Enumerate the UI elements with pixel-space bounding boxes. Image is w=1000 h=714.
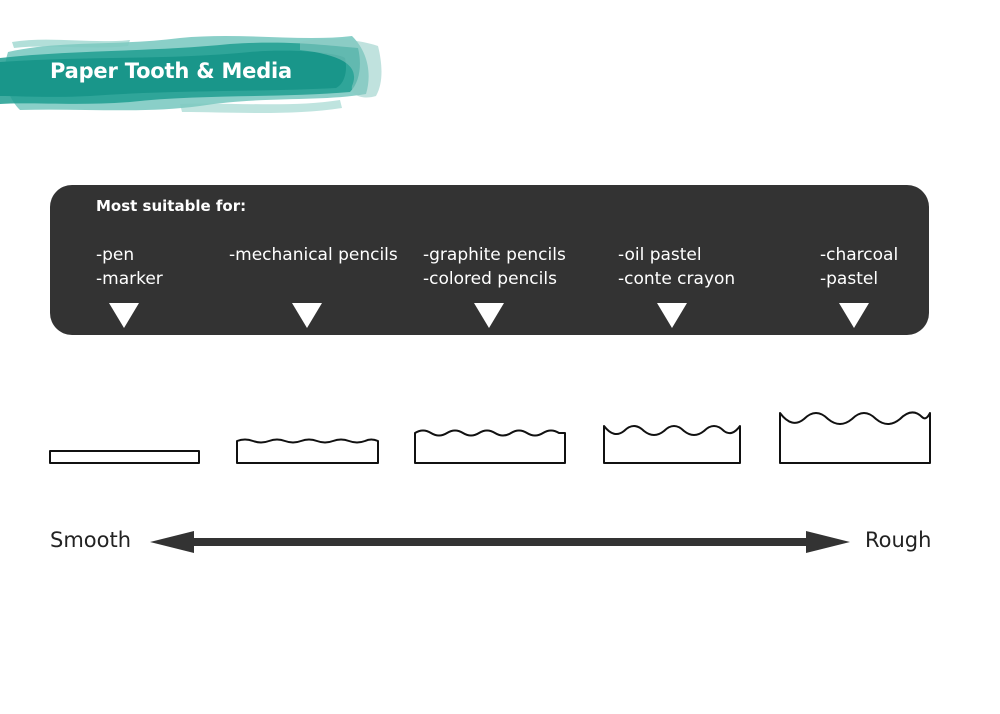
media-column-5: -charcoal -pastel	[820, 243, 898, 291]
media-suitability-panel: Most suitable for: -pen -marker -mechani…	[50, 185, 929, 335]
media-column-4: -oil pastel -conte crayon	[618, 243, 735, 291]
paper-profile-smooth	[49, 450, 200, 464]
down-triangle-icon	[292, 303, 322, 328]
media-item: -pastel	[820, 269, 879, 289]
media-column-3: -graphite pencils -colored pencils	[423, 243, 566, 291]
paper-profile-rough	[779, 411, 931, 464]
media-item: -marker	[96, 269, 163, 289]
media-item: -charcoal	[820, 245, 899, 265]
smooth-label: Smooth	[50, 528, 132, 552]
down-triangle-icon	[657, 303, 687, 328]
down-triangle-icon	[474, 303, 504, 328]
media-column-1: -pen -marker	[96, 243, 163, 291]
page-title: Paper Tooth & Media	[50, 59, 292, 83]
media-item: -conte crayon	[618, 269, 736, 289]
media-item: -pen	[96, 245, 135, 265]
down-triangle-icon	[109, 303, 139, 328]
down-triangle-icon	[839, 303, 869, 328]
paper-profile-medium	[414, 429, 566, 464]
paper-tooth-profiles	[49, 411, 931, 464]
media-item: -mechanical pencils	[229, 245, 398, 265]
media-item: -graphite pencils	[423, 245, 566, 265]
title-banner: Paper Tooth & Media	[0, 22, 390, 132]
panel-heading: Most suitable for:	[96, 197, 247, 215]
paper-profile-fine	[236, 438, 379, 464]
rough-label: Rough	[865, 528, 932, 552]
media-column-2: -mechanical pencils	[229, 243, 398, 267]
media-item: -oil pastel	[618, 245, 702, 265]
brush-stroke-graphic	[0, 36, 382, 113]
paper-profile-coarse	[603, 425, 741, 464]
double-arrow-icon	[150, 531, 850, 553]
media-item: -colored pencils	[423, 269, 557, 289]
